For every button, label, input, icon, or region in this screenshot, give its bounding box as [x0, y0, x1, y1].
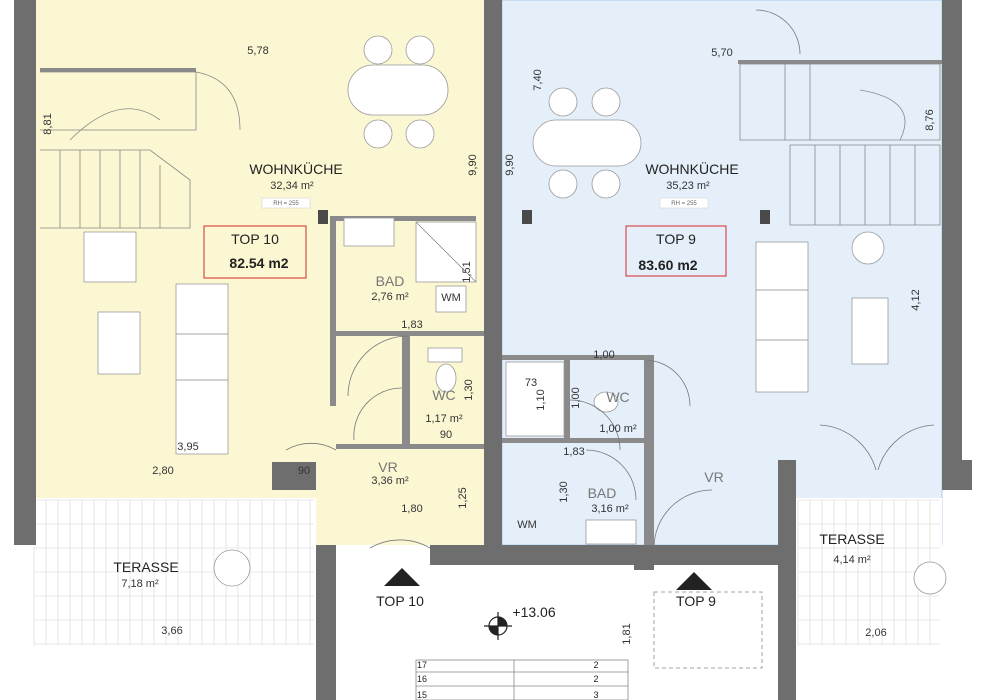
svg-text:1,81: 1,81 — [621, 623, 633, 644]
unit-name-top9: TOP 9 — [656, 231, 696, 247]
room-area-wc-top10: 1,17 m² — [425, 413, 463, 425]
svg-text:17: 17 — [417, 660, 427, 670]
svg-text:1,00: 1,00 — [593, 349, 614, 361]
svg-text:1,30: 1,30 — [558, 481, 570, 502]
unit-area-top9: 83.60 m2 — [638, 257, 697, 273]
svg-text:3: 3 — [593, 690, 598, 700]
svg-text:3,66: 3,66 — [161, 625, 182, 637]
room-name-vr-top10: VR — [378, 459, 397, 475]
svg-text:15: 15 — [417, 690, 427, 700]
wm-label-top10: WM — [441, 292, 461, 304]
svg-text:4,12: 4,12 — [910, 289, 922, 310]
svg-text:3,95: 3,95 — [177, 441, 198, 453]
svg-text:73: 73 — [525, 377, 537, 389]
stair-left — [40, 71, 241, 229]
doors — [285, 9, 935, 549]
terrace-left — [30, 498, 316, 648]
unit-area-top10: 82.54 m2 — [229, 255, 288, 271]
entrance-label-top9: TOP 9 — [676, 593, 716, 609]
walls — [14, 0, 972, 700]
svg-text:90: 90 — [440, 429, 452, 441]
svg-text:5,78: 5,78 — [247, 45, 268, 57]
room-name-bad-top9: BAD — [588, 485, 617, 501]
svg-text:1,10: 1,10 — [535, 389, 547, 410]
room-height-top9: RH = 255 — [671, 201, 697, 207]
wm-label-top9: WM — [517, 519, 537, 531]
entrance-label-top10: TOP 10 — [376, 593, 424, 609]
room-area-bad-top10: 2,76 m² — [371, 291, 409, 303]
svg-text:1,30: 1,30 — [463, 379, 475, 400]
svg-text:1,83: 1,83 — [563, 446, 584, 458]
room-area-vr-top10: 3,36 m² — [371, 475, 409, 487]
room-area-bad-top9: 3,16 m² — [591, 503, 629, 515]
entrance-arrow-top10 — [384, 568, 420, 586]
unit-box-top10 — [203, 225, 307, 279]
level-label: +13.06 — [512, 604, 555, 620]
room-name-wohnkueche-top9: WOHNKÜCHE — [645, 160, 738, 177]
svg-text:1,25: 1,25 — [457, 487, 469, 508]
room-area-wc-top9: 1,00 m² — [599, 423, 637, 435]
room-area-wohnkueche-top10: 32,34 m² — [270, 180, 314, 192]
room-area-terasse-top9: 4,14 m² — [833, 554, 871, 566]
stair-numbers: 17 16 15 2 2 3 — [417, 660, 599, 700]
svg-text:5,70: 5,70 — [711, 47, 732, 59]
svg-text:2,80: 2,80 — [152, 465, 173, 477]
room-name-vr-top9: VR — [704, 469, 723, 485]
room-name-bad-top10: BAD — [376, 273, 405, 289]
stairwell — [336, 570, 636, 700]
svg-text:9,90: 9,90 — [467, 154, 479, 175]
stair-steps — [415, 591, 763, 700]
svg-text:2,06: 2,06 — [865, 627, 886, 639]
svg-text:2: 2 — [593, 660, 598, 670]
furniture-left — [83, 35, 477, 587]
svg-text:8,76: 8,76 — [924, 109, 936, 130]
furniture-right — [505, 87, 947, 595]
svg-text:16: 16 — [417, 674, 427, 684]
svg-text:7,40: 7,40 — [532, 69, 544, 90]
room-name-terasse-top9: TERASSE — [819, 531, 884, 547]
svg-text:90: 90 — [298, 465, 310, 477]
top9-fill — [502, 0, 942, 545]
dimension-labels: 5,78 5,70 8,81 7,40 9,90 9,90 8,76 4,12 … — [42, 45, 936, 645]
level-marker-icon — [484, 612, 512, 640]
room-area-wohnkueche-top9: 35,23 m² — [666, 180, 710, 192]
svg-text:2: 2 — [593, 674, 598, 684]
unit-name-top10: TOP 10 — [231, 231, 279, 247]
room-name-wohnkueche-top10: WOHNKÜCHE — [249, 160, 342, 177]
stair-right — [739, 63, 941, 226]
svg-text:1,51: 1,51 — [461, 261, 473, 282]
room-name-terasse-top10: TERASSE — [113, 559, 178, 575]
svg-text:9,90: 9,90 — [504, 154, 516, 175]
room-name-wc-top10: WC — [432, 387, 455, 403]
svg-text:8,81: 8,81 — [42, 113, 54, 134]
entrance-arrow-top9 — [676, 572, 712, 590]
unit-box-top9 — [625, 225, 727, 277]
svg-text:1,83: 1,83 — [401, 319, 422, 331]
svg-text:1,80: 1,80 — [401, 503, 422, 515]
svg-text:1,00: 1,00 — [570, 387, 582, 408]
room-area-terasse-top10: 7,18 m² — [121, 578, 159, 590]
room-height-top10: RH = 255 — [273, 201, 299, 207]
room-name-wc-top9: WC — [606, 389, 629, 405]
